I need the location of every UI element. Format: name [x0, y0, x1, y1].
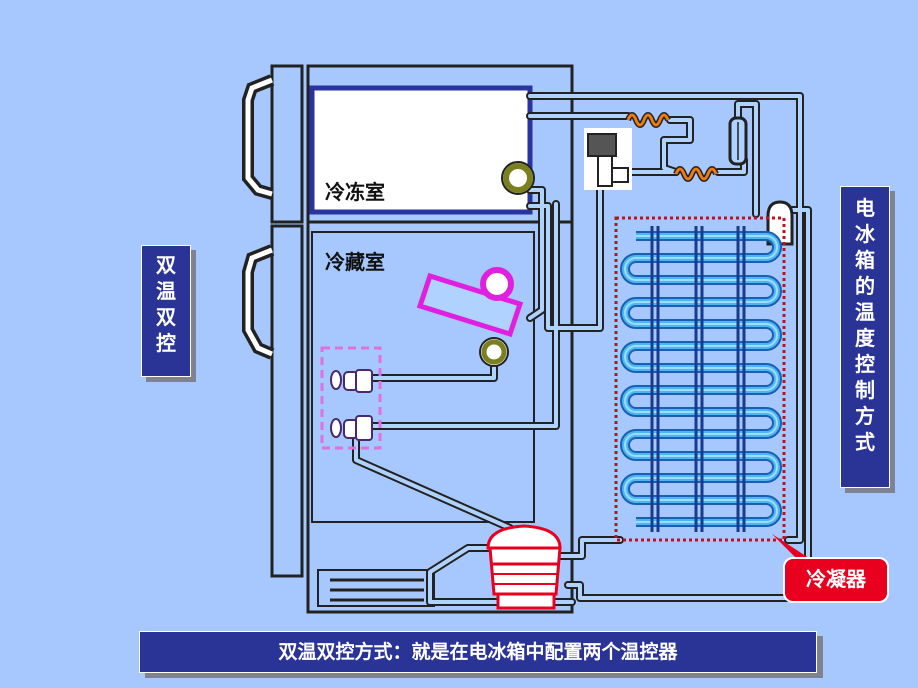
left-label-char: 控	[156, 331, 176, 355]
right-label-char: 度	[855, 326, 875, 350]
right-label-char: 电	[855, 196, 875, 220]
freezer-compartment	[309, 85, 533, 215]
freezer-sensor-ring	[501, 161, 535, 195]
left-label-char: 双	[156, 253, 176, 277]
capillary-coil-upper	[625, 112, 671, 128]
fridge-sensor-ring	[479, 337, 509, 367]
fridge-label: 冷藏室	[325, 250, 385, 274]
fridge-evaporator	[416, 267, 524, 338]
dual-temp-dual-control-label: 双 温 双 控	[141, 245, 191, 377]
thermostat-group-outline	[320, 346, 382, 450]
thermostat-lower	[330, 415, 373, 441]
right-label-char: 的	[855, 274, 875, 298]
temperature-control-method-label: 电 冰 箱 的 温 度 控 制 方 式	[840, 186, 890, 488]
thermostat-upper	[330, 369, 373, 393]
drier-filter	[728, 116, 748, 166]
condenser-coil	[620, 231, 782, 527]
right-label-char: 制	[855, 378, 875, 402]
right-label-char: 温	[855, 300, 875, 324]
left-label-char: 双	[156, 305, 176, 329]
condenser-wire-bars	[650, 226, 746, 532]
left-label-char: 温	[156, 279, 176, 303]
freezer-label: 冷冻室	[325, 180, 385, 204]
condenser-outline	[614, 216, 786, 542]
freezer-door	[242, 64, 304, 224]
solenoid-valve	[584, 128, 632, 190]
fridge-door	[242, 224, 304, 578]
capillary-coil-lower	[673, 166, 719, 182]
right-label-char: 控	[855, 352, 875, 376]
caption-banner: 双温双控方式：就是在电冰箱中配置两个温控器	[139, 631, 817, 673]
right-label-char: 式	[855, 430, 875, 454]
right-label-char: 箱	[855, 248, 875, 272]
right-label-char: 方	[855, 404, 875, 428]
fridge-compartment	[311, 231, 535, 523]
condenser-label: 冷凝器	[783, 557, 889, 603]
condenser-callout-pointer	[772, 534, 812, 560]
right-label-char: 冰	[855, 222, 875, 246]
compressor	[486, 524, 562, 610]
